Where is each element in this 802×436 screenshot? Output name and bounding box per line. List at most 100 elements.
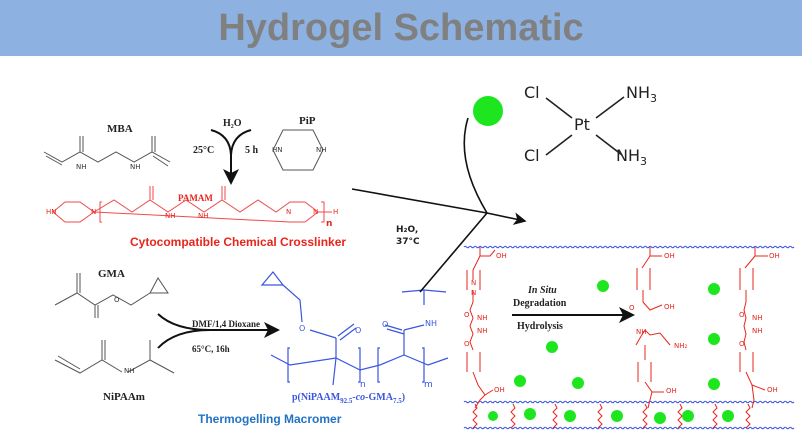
pamam-hn: HN [46, 208, 57, 216]
formula-close: ) [401, 392, 406, 403]
cisplatin-pt: Pt [574, 115, 590, 134]
pamam-h: H [333, 208, 339, 216]
drug-particle [514, 375, 526, 387]
network-oh-7: OH [767, 386, 778, 394]
network-oh-6: OH [769, 252, 780, 260]
gma-label: GMA [98, 268, 125, 280]
pamam-nh-2: NH [198, 212, 209, 220]
network-oh-2: OH [494, 386, 505, 394]
mba-label: MBA [107, 123, 133, 135]
macromer-reaction-arrow [157, 313, 280, 349]
drug-particle [708, 283, 720, 295]
pamam-nh-1: NH [165, 212, 176, 220]
hydrogel-network [463, 245, 795, 430]
pamam-label: PAMAM [178, 193, 213, 203]
drug-marker-dot [473, 96, 503, 126]
network-nh-2: NH [477, 327, 488, 335]
gelation-temp-label: 37°C [396, 237, 420, 247]
drug-particles [488, 280, 734, 424]
network-oh-5: OH [666, 387, 677, 395]
pip-structure [272, 129, 324, 171]
gelation-solvent-label: H₂O, [396, 225, 419, 235]
mba-structure [43, 136, 171, 167]
crosslinker-time-label: 5 h [245, 145, 259, 156]
hydrolysis-label: Hydrolysis [517, 321, 563, 332]
macromer-caption: Thermogelling Macromer [198, 412, 342, 426]
pamam-n-1: N [91, 208, 97, 216]
cisplatin-nh3-1: NH3 [626, 83, 657, 105]
pip-nh: NH [316, 146, 327, 154]
macromer-condition-label: 65°C, 16h [192, 344, 230, 354]
network-o-4: O [739, 340, 745, 348]
nh3-1-sub: 3 [650, 92, 657, 106]
nh3-2-text: NH [616, 146, 640, 165]
page-title: Hydrogel Schematic [218, 7, 584, 49]
network-n-2: N [471, 289, 477, 297]
formula-sub-1: 92.5 [340, 397, 353, 405]
in-situ-label: In Situ [528, 285, 557, 296]
network-n-1: N [471, 279, 477, 287]
crosslinker-reaction-arrow [210, 129, 252, 185]
drug-particle [564, 410, 576, 422]
polymer-chains [463, 245, 795, 430]
pip-hn: HN [272, 146, 283, 154]
drug-particle [597, 280, 609, 292]
network-nh2: NH₂ [674, 342, 688, 350]
macromer-formula: p(NiPAAM92.5-co-GMA7.5) [292, 392, 405, 405]
network-nh-1: NH [477, 314, 488, 322]
gma-structure [54, 273, 169, 318]
mba-nh-1: NH [76, 163, 87, 171]
network-o-1: O [464, 311, 470, 319]
macromer-solvent-label: DMF/1,4 Dioxane [192, 319, 260, 329]
mba-nh-2: NH [130, 163, 141, 171]
network-oh-1: OH [496, 252, 507, 260]
crosslinker-solvent-label: H₂O [223, 118, 242, 129]
nipaam-nh: NH [124, 367, 135, 375]
network-o-2: O [464, 340, 470, 348]
title-banner: Hydrogel Schematic [0, 0, 802, 56]
macromer-structure [260, 271, 449, 386]
drug-particle [708, 378, 720, 390]
gma-o: O [114, 296, 120, 304]
drug-particle [722, 410, 734, 422]
macromer-repeat-m: m [424, 380, 433, 390]
drug-particle [546, 341, 558, 353]
gelation-arrows [351, 117, 527, 293]
drug-particle [524, 408, 536, 420]
network-nh-3: NH [752, 314, 763, 322]
pip-label: PiP [299, 115, 316, 127]
network-o-acid: O [629, 304, 635, 312]
macromer-nh: NH [425, 319, 437, 328]
macromer-o-1: O [299, 324, 306, 333]
cisplatin-structure [545, 96, 625, 156]
drug-particle [488, 411, 498, 421]
crosslinker-caption: Cytocompatible Chemical Crosslinker [130, 235, 347, 249]
network-oh-4: OH [664, 303, 675, 311]
network-oh-3: OH [664, 252, 675, 260]
nh3-2-sub: 3 [640, 155, 647, 169]
nipaam-structure [54, 340, 175, 374]
formula-sub-2: 7.5 [392, 397, 402, 405]
pamam-n-2: N [286, 208, 292, 216]
network-o-3: O [739, 311, 745, 319]
network-nh-frag: NH [636, 328, 647, 336]
crosslink-chains [466, 247, 768, 429]
drug-particle [654, 412, 666, 424]
degradation-label: Degradation [513, 298, 567, 309]
nh3-1-text: NH [626, 83, 650, 102]
drug-particle [708, 333, 720, 345]
drug-particle [682, 410, 694, 422]
pamam-n-3: N [313, 208, 319, 216]
drug-particle [572, 377, 584, 389]
macromer-o-2: O [355, 326, 362, 335]
cisplatin-cl-1: Cl [524, 83, 540, 102]
pamam-structure [52, 186, 332, 223]
drug-particle [611, 410, 623, 422]
macromer-o-3: O [382, 320, 389, 329]
crosslinker-temp-label: 25°C [193, 145, 215, 156]
network-nh-4: NH [752, 327, 763, 335]
cisplatin-nh3-2: NH3 [616, 146, 647, 168]
formula-base: p(NiPAAM [292, 392, 341, 403]
macromer-repeat-n: n [360, 380, 366, 390]
